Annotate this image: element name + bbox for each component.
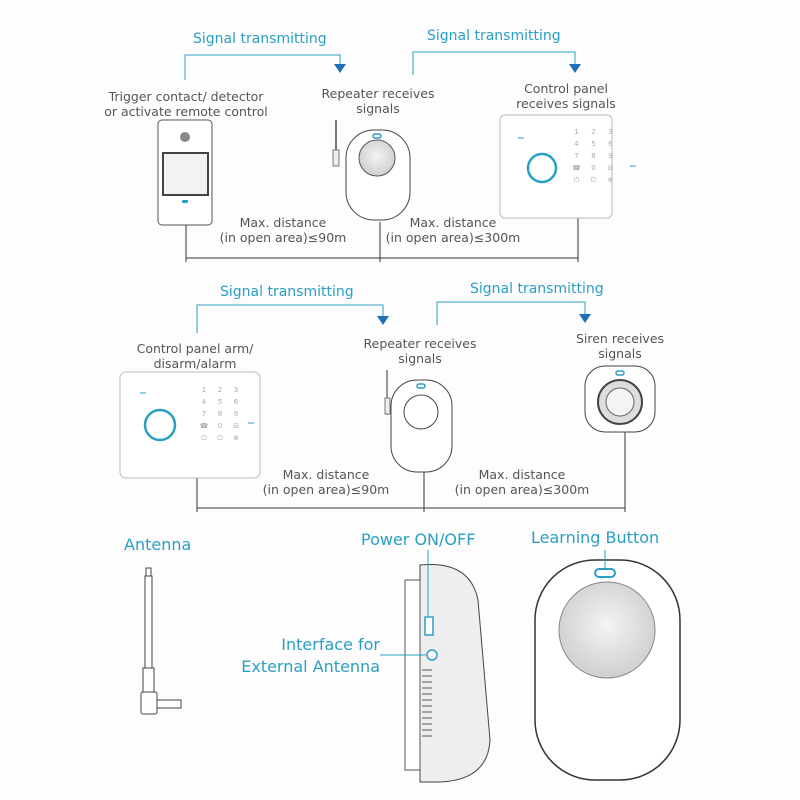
key: ⏻: [590, 176, 597, 184]
key: 4: [574, 140, 579, 148]
distance-label: Max. distance(in open area)≤300m: [373, 215, 533, 245]
signal-label: Signal transmitting: [470, 281, 604, 297]
label-line: signals: [398, 351, 442, 366]
label-line: Max. distance: [282, 467, 370, 482]
learning-button-label: Learning Button: [531, 528, 660, 547]
label-line: (in open area)≤300m: [454, 482, 590, 497]
signal-label: Signal transmitting: [427, 28, 561, 44]
panel-label: Control panel arm/disarm/alarm: [105, 341, 285, 371]
label-line: (in open area)≤90m: [262, 482, 390, 497]
siren-device: [584, 365, 656, 433]
distance-lines: [185, 218, 626, 512]
key: 3: [233, 386, 239, 394]
label-line: or activate remote control: [104, 104, 268, 119]
label-line: Interface for: [281, 635, 380, 654]
repeater-side-view: [380, 550, 491, 783]
key: ☎: [572, 164, 581, 172]
key: 8: [591, 152, 596, 160]
key: 2: [217, 386, 223, 394]
key: 0: [591, 164, 596, 172]
key: 0: [217, 422, 223, 430]
key: ⏻: [201, 434, 207, 442]
key: 4: [201, 398, 207, 406]
key: ⏻: [217, 434, 223, 442]
key: 5: [591, 140, 596, 148]
signal-label: Signal transmitting: [193, 31, 327, 47]
label-line: disarm/alarm: [153, 356, 237, 371]
label-line: signals: [598, 346, 642, 361]
key: 7: [574, 152, 579, 160]
key: ⏻: [573, 176, 580, 184]
antenna-label: Antenna: [124, 535, 192, 554]
repeater-device: [332, 120, 411, 221]
repeater-device: [384, 370, 453, 473]
distance-label: Max. distance(in open area)≤90m: [203, 215, 363, 245]
label-line: Repeater receives: [363, 336, 477, 351]
label-line: Control panel: [524, 81, 608, 96]
repeater-front-view: [534, 550, 681, 781]
key: 7: [201, 410, 207, 418]
label-line: Control panel arm/: [136, 341, 254, 356]
label-line: Max. distance: [478, 467, 566, 482]
key: 6: [233, 398, 239, 406]
key: 5: [217, 398, 223, 406]
label-line: Siren receives: [575, 331, 665, 346]
label-line: receives signals: [516, 96, 616, 111]
label-line: (in open area)≤90m: [219, 230, 347, 245]
keypad: 1 2 3 4 5 6 7 8 9 ☎ 0 ⊟ ⏻ ⏻ ⊕: [568, 128, 619, 185]
label-line: Trigger contact/ detector: [108, 89, 264, 104]
signal-bracket-1: [184, 51, 586, 333]
key: 9: [233, 410, 239, 418]
key: ☎: [199, 422, 209, 430]
label-line: (in open area)≤300m: [385, 230, 521, 245]
key: 2: [591, 128, 596, 136]
signal-label: Signal transmitting: [220, 284, 354, 300]
antenna-part: [140, 567, 182, 715]
distance-label: Max. distance(in open area)≤90m: [256, 467, 396, 497]
key: ⊕: [607, 176, 614, 184]
control-panel: [119, 371, 261, 479]
key: 1: [574, 128, 579, 136]
arrow-icon: [334, 64, 591, 325]
label-line: Max. distance: [409, 215, 497, 230]
key: ⊟: [607, 164, 614, 172]
key: 6: [608, 140, 613, 148]
key: 3: [608, 128, 613, 136]
control-panel: [499, 114, 636, 219]
key: ⊕: [233, 434, 239, 442]
label-line: signals: [356, 101, 400, 116]
pir-detector: [157, 119, 213, 226]
distance-label: Max. distance(in open area)≤300m: [442, 467, 602, 497]
keypad: 1 2 3 4 5 6 7 8 9 ☎ 0 ⊟ ⏻ ⏻ ⊕: [196, 386, 244, 443]
power-label: Power ON/OFF: [361, 530, 476, 549]
key: ⊟: [233, 422, 239, 430]
label-line: External Antenna: [241, 657, 380, 676]
key: 1: [201, 386, 207, 394]
label-line: Max. distance: [239, 215, 327, 230]
key: 8: [217, 410, 223, 418]
key: 9: [608, 152, 613, 160]
label-line: Repeater receives: [321, 86, 435, 101]
